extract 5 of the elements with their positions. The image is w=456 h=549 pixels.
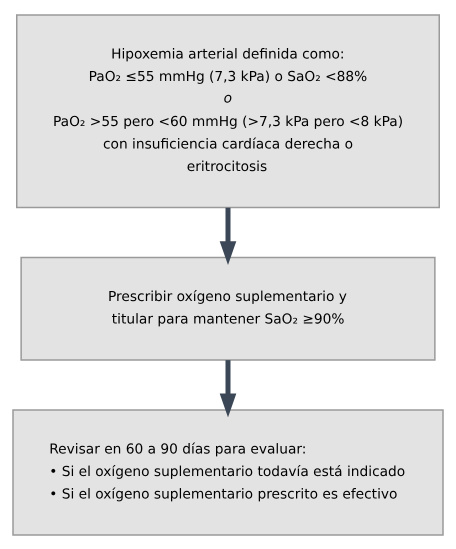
node-box: Prescribir oxígeno suplementario y titular para mantener SaO₂ ≥90% <box>20 256 436 360</box>
node-box: Revisar en 60 a 90 días para evaluar: • Si el oxígeno suplementario todavía está indicado • Si el oxígeno suplementario prescrito es efectivo <box>12 408 444 536</box>
arrow <box>220 360 236 417</box>
node-box: Hipoxemia arterial definida como: PaO₂ ≤55 mmHg (7,3 kPa) o SaO₂ <88% o PaO₂ >55 pero <60 mmHg (>7,3 kPa pero <8 kPa) con insuficiencia cardíaca derecha o eritrocitosis <box>16 14 440 208</box>
arrow <box>220 207 236 265</box>
